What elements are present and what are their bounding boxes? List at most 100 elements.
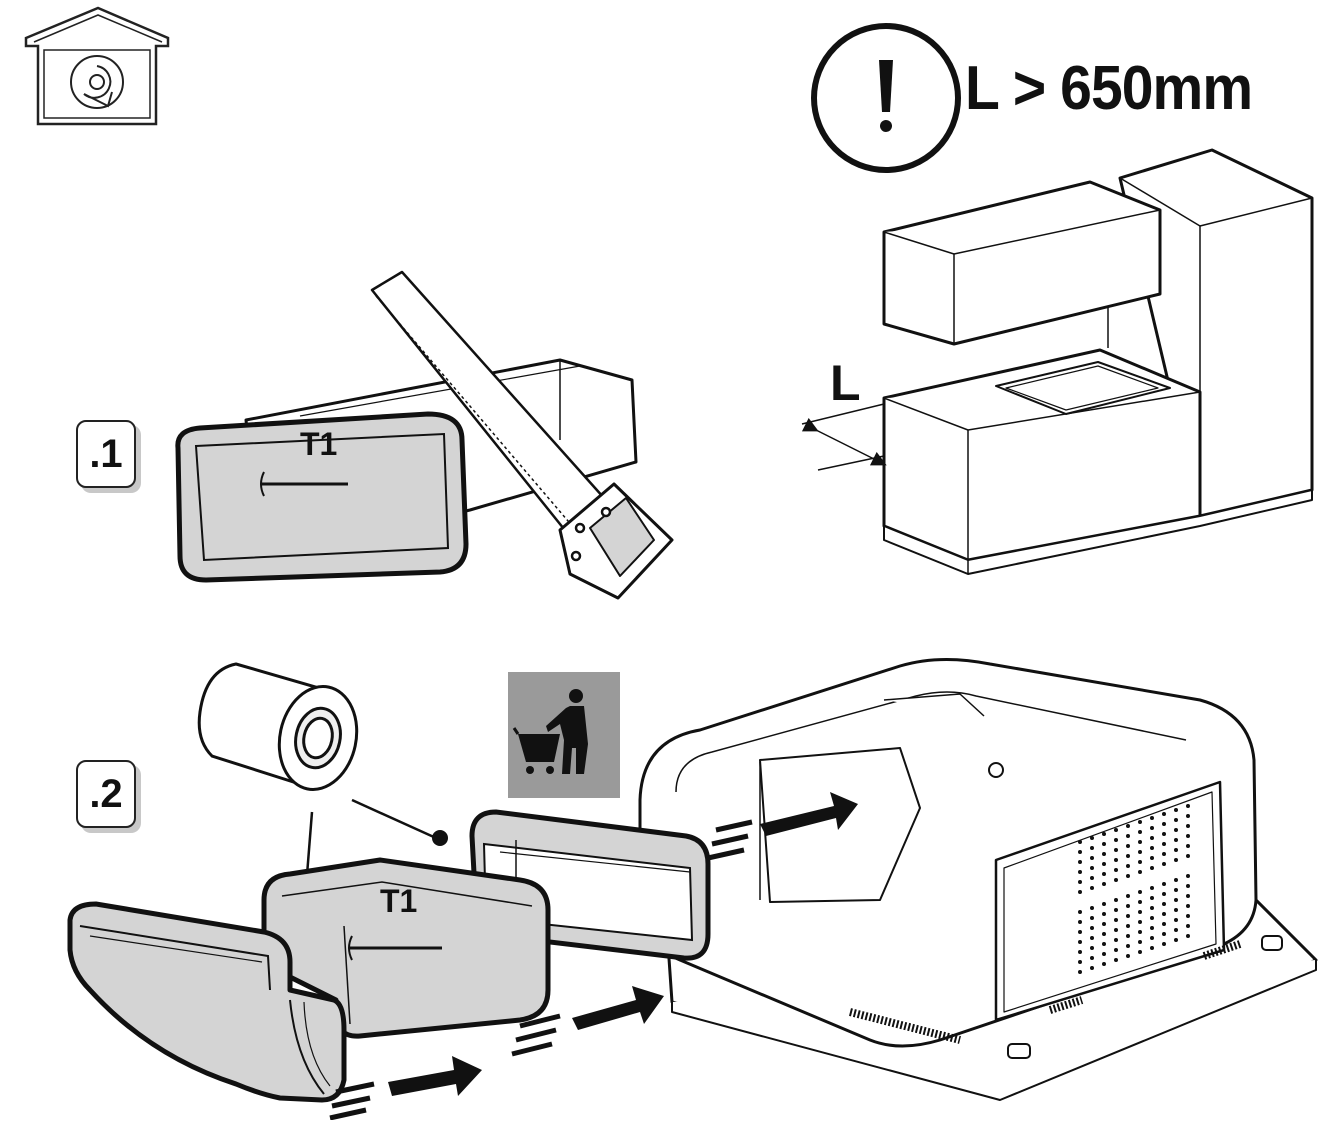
vent-dot bbox=[1090, 906, 1094, 910]
vent-dot bbox=[1174, 878, 1178, 882]
vent-dot bbox=[1078, 950, 1082, 954]
vent-dot bbox=[1078, 960, 1082, 964]
step-number-2: .2 bbox=[76, 760, 136, 828]
vent-dot bbox=[1186, 914, 1190, 918]
vent-dot bbox=[1102, 922, 1106, 926]
house-recirculation-icon bbox=[24, 6, 170, 126]
vent-dot bbox=[1126, 924, 1130, 928]
vent-dot bbox=[1102, 872, 1106, 876]
vent-dot bbox=[1126, 894, 1130, 898]
duct-label-t1-step2: T1 bbox=[380, 883, 417, 919]
step-1-illustration: T1 bbox=[175, 270, 674, 600]
vent-dot bbox=[1090, 916, 1094, 920]
exclamation-circle-icon bbox=[811, 23, 961, 173]
vent-dot bbox=[1126, 874, 1130, 878]
vent-dot bbox=[1174, 808, 1178, 812]
vent-dot bbox=[1174, 818, 1178, 822]
vent-dot bbox=[1186, 874, 1190, 878]
vent-dot bbox=[1174, 928, 1178, 932]
vent-dot bbox=[1162, 922, 1166, 926]
vent-dot bbox=[1174, 938, 1178, 942]
vent-dot bbox=[1102, 942, 1106, 946]
vent-dot bbox=[1150, 916, 1154, 920]
vent-dot bbox=[1078, 910, 1082, 914]
vent-dot bbox=[1090, 876, 1094, 880]
vent-dot bbox=[1174, 888, 1178, 892]
vent-dot bbox=[1138, 870, 1142, 874]
vent-dot bbox=[1150, 836, 1154, 840]
vent-dot bbox=[1090, 946, 1094, 950]
vent-dot bbox=[1102, 902, 1106, 906]
vent-dot bbox=[1114, 858, 1118, 862]
vent-dot bbox=[1126, 864, 1130, 868]
vent-dot bbox=[1138, 860, 1142, 864]
vent-dot bbox=[1150, 816, 1154, 820]
vent-dot bbox=[1162, 852, 1166, 856]
vent-dot bbox=[1114, 908, 1118, 912]
vent-dot bbox=[1174, 908, 1178, 912]
vent-dot bbox=[1174, 858, 1178, 862]
base-vent-slots bbox=[849, 940, 1242, 1044]
vent-dot bbox=[1174, 848, 1178, 852]
vent-dot bbox=[1138, 940, 1142, 944]
vent-dot bbox=[1090, 966, 1094, 970]
vent-dot bbox=[1114, 948, 1118, 952]
vent-dot bbox=[1138, 920, 1142, 924]
vent-dot bbox=[1126, 914, 1130, 918]
vent-dot bbox=[1126, 854, 1130, 858]
vent-dot bbox=[1186, 814, 1190, 818]
vent-dot bbox=[1078, 840, 1082, 844]
vent-dot bbox=[1162, 912, 1166, 916]
vent-dot bbox=[1138, 820, 1142, 824]
vent-dot bbox=[1114, 898, 1118, 902]
vent-dot bbox=[1126, 824, 1130, 828]
vent-dot bbox=[1150, 856, 1154, 860]
vent-dot bbox=[1138, 900, 1142, 904]
vent-dot bbox=[1138, 840, 1142, 844]
vent-dot bbox=[1174, 918, 1178, 922]
vent-dot bbox=[1078, 930, 1082, 934]
vent-dot bbox=[1114, 878, 1118, 882]
vent-dot bbox=[1114, 868, 1118, 872]
vent-dot bbox=[1150, 936, 1154, 940]
step-2-illustration: T1 bbox=[67, 658, 1318, 1121]
hand-saw-icon bbox=[370, 270, 674, 600]
vent-dot bbox=[1078, 940, 1082, 944]
duct-elbow-bend bbox=[67, 901, 347, 1103]
vent-dot bbox=[1162, 832, 1166, 836]
dimension-label-l: L bbox=[830, 355, 861, 411]
vent-dot bbox=[1186, 804, 1190, 808]
vent-dot bbox=[1102, 912, 1106, 916]
vent-dot bbox=[1078, 880, 1082, 884]
vent-dot bbox=[1162, 902, 1166, 906]
vent-dot bbox=[1138, 850, 1142, 854]
vent-dot bbox=[1078, 890, 1082, 894]
vent-dot bbox=[1090, 926, 1094, 930]
vent-dot bbox=[1114, 928, 1118, 932]
vent-dot bbox=[1186, 884, 1190, 888]
kitchen-cabinet-illustration bbox=[882, 148, 1314, 575]
vent-dot bbox=[1090, 856, 1094, 860]
vent-dot bbox=[1174, 838, 1178, 842]
vent-dot bbox=[1090, 956, 1094, 960]
vent-dot bbox=[1102, 862, 1106, 866]
duct-t1-middle bbox=[261, 857, 551, 1039]
vent-grille bbox=[1078, 804, 1190, 974]
adhesive-tape-roll bbox=[197, 662, 359, 791]
vent-dot bbox=[1102, 882, 1106, 886]
vent-dot bbox=[1138, 930, 1142, 934]
duct-t1-cut-piece bbox=[175, 411, 469, 583]
vent-dot bbox=[1114, 838, 1118, 842]
vent-dot bbox=[1078, 970, 1082, 974]
depth-dimension-line bbox=[801, 403, 887, 471]
vent-dot bbox=[1138, 950, 1142, 954]
vent-dot bbox=[1114, 918, 1118, 922]
vent-dot bbox=[1114, 848, 1118, 852]
vent-dot bbox=[1186, 924, 1190, 928]
vent-dot bbox=[1186, 894, 1190, 898]
vent-dot bbox=[1102, 832, 1106, 836]
vent-dot bbox=[1150, 866, 1154, 870]
vent-dot bbox=[1138, 910, 1142, 914]
